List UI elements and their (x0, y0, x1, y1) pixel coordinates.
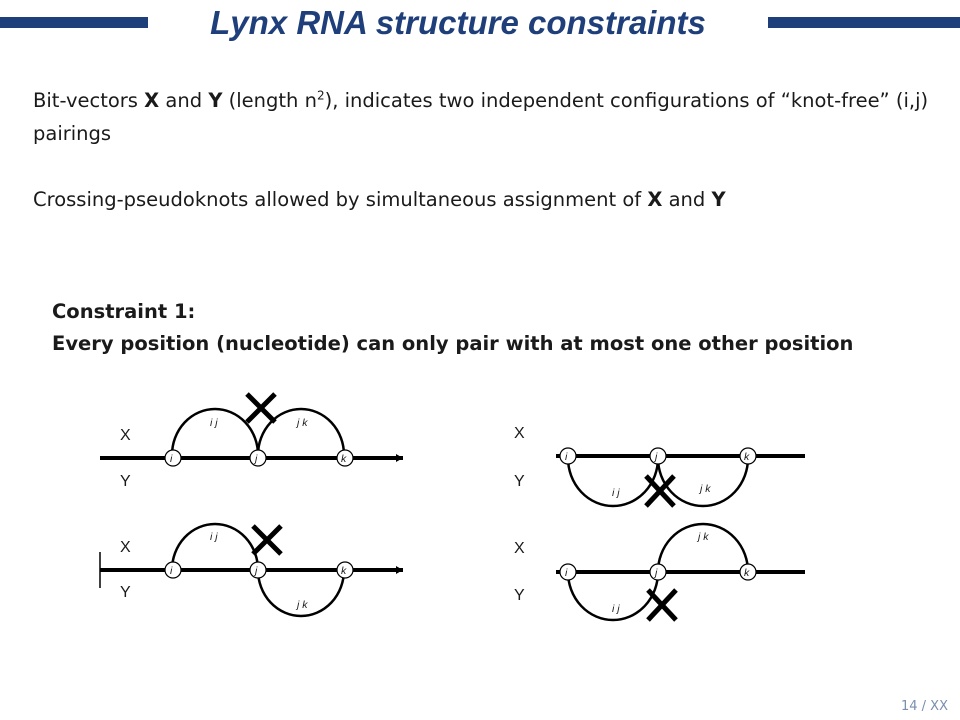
pseudoknot-paragraph: Crossing-pseudoknots allowed by simultan… (33, 183, 938, 216)
constraint-heading: Constraint 1: (52, 300, 196, 323)
row-x-label: X (120, 427, 131, 444)
arc-ij-label: i j (612, 603, 620, 615)
arc-jk-label: j k (295, 417, 308, 429)
backbone-arrowhead (396, 566, 403, 574)
arc-ij-label: i j (210, 417, 218, 429)
p1-superscript: 2 (316, 88, 325, 103)
node-j (649, 563, 667, 581)
arc-ij (566, 457, 660, 508)
node-i (164, 449, 182, 467)
node-j-label: j (253, 453, 258, 465)
p1-text-c: (length n (222, 89, 317, 112)
node-j-label: j (653, 451, 658, 463)
conflict-x-icon (646, 588, 678, 622)
node-i (164, 561, 182, 579)
p1-text-a: Bit-vectors (33, 89, 145, 112)
node-i (559, 447, 577, 465)
node-k-label: k (744, 567, 750, 579)
conflict-x-icon (644, 474, 676, 508)
p1-bold-y: Y (208, 89, 223, 112)
p2-text-b: and (662, 188, 712, 211)
arc-jk (656, 522, 750, 573)
diagram-both-in-y: X Y i j k i j j k (500, 416, 810, 526)
row-y-label: Y (514, 587, 525, 604)
node-i-label: i (565, 567, 568, 579)
node-k (336, 449, 354, 467)
arc-jk (256, 569, 346, 618)
constraint-block: Constraint 1: Every position (nucleotide… (52, 296, 932, 360)
diagram-both-in-x: X Y i j k i j j k (100, 392, 410, 502)
diagram-jk-x-ij-y: X Y i j k j k i j (500, 522, 810, 638)
node-k-label: k (744, 451, 750, 463)
arc-jk-label: j k (696, 531, 709, 543)
arc-ij-label: i j (612, 487, 620, 499)
node-j (249, 561, 267, 579)
arc-ij (170, 407, 260, 456)
node-k-label: k (341, 453, 347, 465)
row-x-label: X (514, 540, 525, 557)
diagram-both-in-y-svg: X Y i j k i j j k (514, 425, 805, 508)
p1-text-b: and (159, 89, 209, 112)
node-k (336, 561, 354, 579)
bit-vector-paragraph: Bit-vectors X and Y (length n2), indicat… (33, 84, 938, 150)
constraint-text: Every position (nucleotide) can only pai… (52, 332, 854, 355)
node-j (649, 447, 667, 465)
diagram-ij-x-jk-y: X Y i j k i j j k (99, 520, 410, 630)
node-k (739, 447, 757, 465)
row-x-label: X (120, 539, 131, 556)
title-rule-left (0, 17, 148, 28)
node-i-label: i (170, 565, 173, 577)
p2-bold-y: Y (711, 188, 726, 211)
diagram-ij-x-jk-y-svg: X Y i j k i j j k (99, 522, 403, 618)
arc-jk (656, 457, 750, 508)
p2-text-a: Crossing-pseudoknots allowed by simultan… (33, 188, 648, 211)
p2-bold-x: X (647, 188, 663, 211)
arc-jk-label: j k (295, 599, 308, 611)
row-x-label: X (514, 425, 525, 442)
p1-bold-x: X (144, 89, 160, 112)
arc-jk-label: j k (698, 483, 711, 495)
node-j-label: j (653, 567, 658, 579)
node-j-label: j (253, 565, 258, 577)
diagram-both-in-x-svg: X Y i j k i j j k (100, 392, 403, 490)
node-i-label: i (565, 451, 568, 463)
conflict-x-icon (251, 524, 283, 556)
row-y-label: Y (120, 473, 131, 490)
arc-jk (256, 407, 346, 456)
arc-ij-label: i j (210, 531, 218, 543)
node-j (249, 449, 267, 467)
title-rule-right (768, 17, 960, 28)
node-k (739, 563, 757, 581)
slide-title: Lynx RNA structure constraints (210, 4, 706, 41)
node-i-label: i (170, 453, 173, 465)
node-k-label: k (341, 565, 347, 577)
conflict-x-icon (245, 392, 277, 424)
p1-text-d: ), indicates two independent configurati… (33, 89, 929, 145)
diagram-jk-x-ij-y-svg: X Y i j k j k i j (514, 522, 805, 622)
page-number: 14 / XX (901, 699, 948, 714)
row-y-label: Y (120, 584, 131, 601)
node-i (559, 563, 577, 581)
backbone-arrowhead (396, 454, 403, 462)
row-y-label: Y (514, 473, 525, 490)
